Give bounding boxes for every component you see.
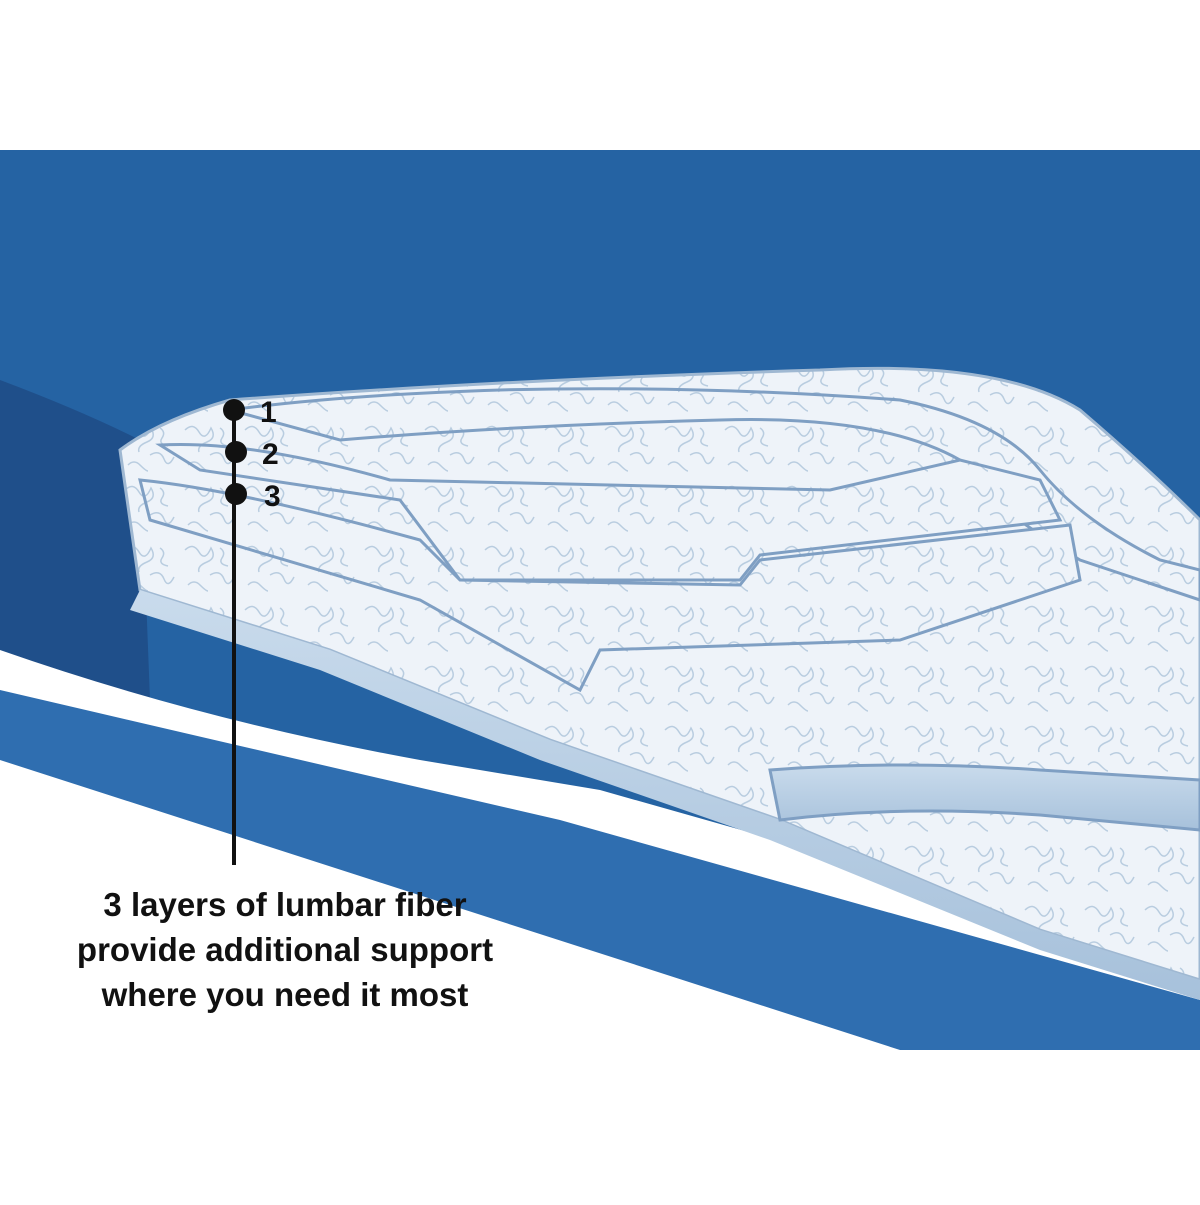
layer-number-1: 1 <box>260 396 277 430</box>
callout-dot-3 <box>225 483 247 505</box>
callout-dot-1 <box>223 399 245 421</box>
layer-number-2: 2 <box>262 438 279 472</box>
caption-line-3: where you need it most <box>20 972 550 1017</box>
layer-number-3: 3 <box>264 480 281 514</box>
caption: 3 layers of lumbar fiber provide additio… <box>20 882 550 1017</box>
caption-line-2: provide additional support <box>20 927 550 972</box>
caption-line-1: 3 layers of lumbar fiber <box>20 882 550 927</box>
callout-dot-2 <box>225 441 247 463</box>
